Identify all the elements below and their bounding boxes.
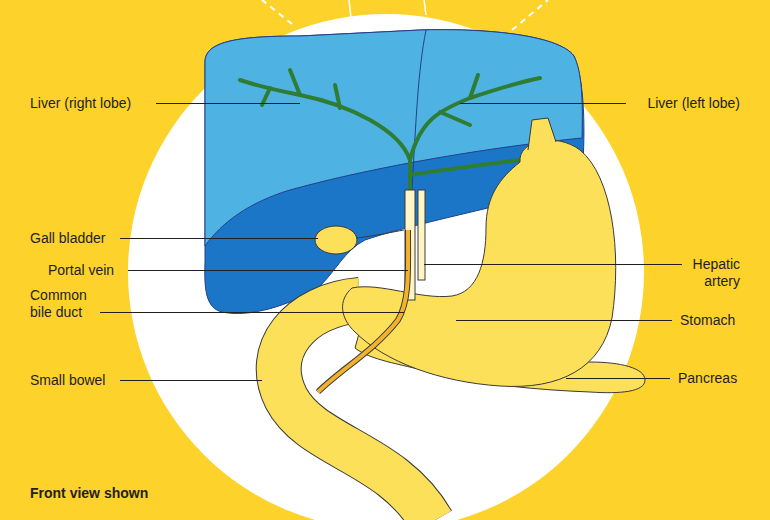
stomach <box>343 140 616 386</box>
view-circle <box>128 14 644 520</box>
organ-label: Stomach <box>680 312 735 329</box>
organ-label: Liver (right lobe) <box>30 95 131 112</box>
zoom-line <box>512 0 548 30</box>
bile-duct-outline <box>318 230 408 392</box>
oesophagus <box>528 118 556 150</box>
zoom-line <box>262 0 292 24</box>
view-caption: Front view shown <box>30 485 148 502</box>
organ-label: Small bowel <box>30 372 105 389</box>
organ-label: Liver (left lobe) <box>647 95 740 112</box>
hepatic-artery <box>418 190 425 280</box>
common-bile-duct <box>318 230 408 392</box>
zoom-line <box>349 0 351 18</box>
vessel-label: Portal vein <box>48 262 114 279</box>
organ-label: Gall bladder <box>30 230 106 247</box>
zoom-line <box>424 0 426 15</box>
duct-label: Common bile duct <box>30 287 102 321</box>
gall-bladder <box>315 226 357 254</box>
cystic-duct <box>356 230 404 238</box>
vessel-label: Hepatic artery <box>670 256 740 290</box>
organ-label: Pancreas <box>678 370 737 387</box>
leader-lines <box>100 104 682 381</box>
